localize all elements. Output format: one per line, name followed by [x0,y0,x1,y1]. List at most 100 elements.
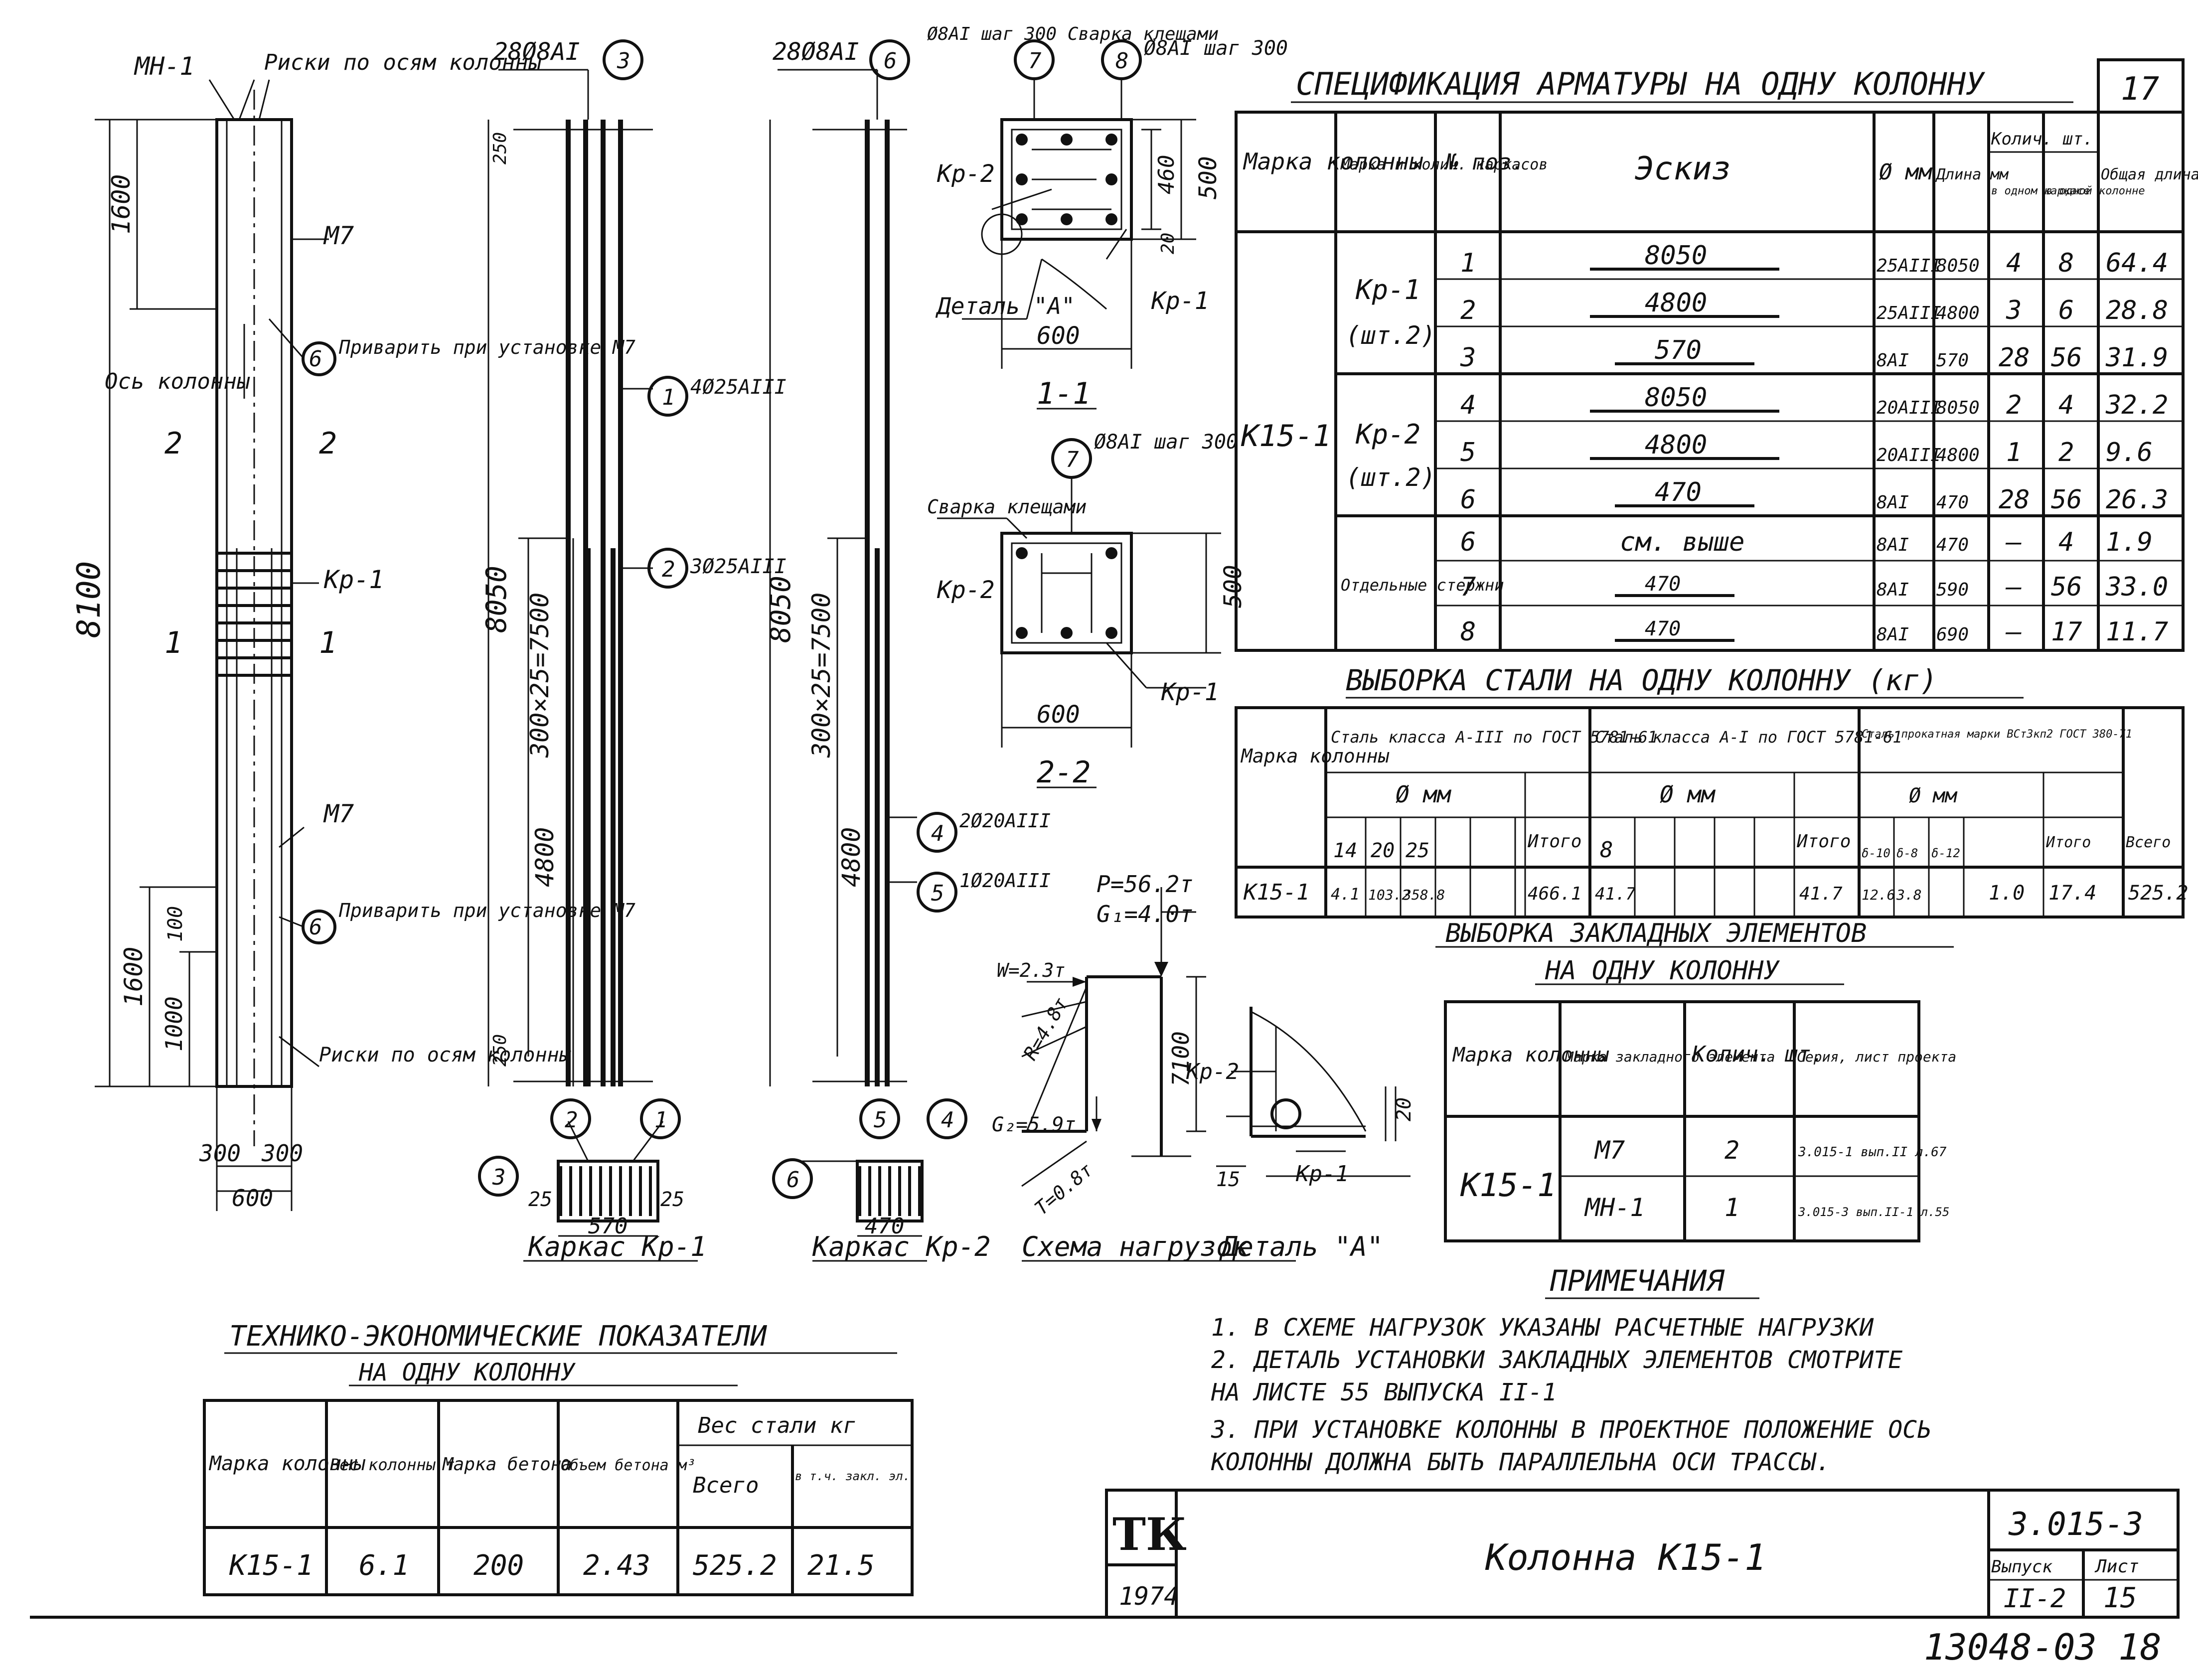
spec-row-q1: 28 [1999,343,2030,373]
spec-row-sketch: 4800 [1645,288,1707,318]
load-r: R=4.8т [1019,994,1073,1064]
stamp-number: 13048-03 18 [1924,1626,2162,1668]
dim-1000: 1000 [160,996,187,1052]
spec-row-len: 8050 [1936,398,1980,418]
spec-row-pos: 4 [1460,390,1476,420]
spec-row-dia: 25АIII [1877,256,1941,276]
section-11-caption: 1-1 [1037,376,1091,411]
kr1-dim-8050: 8050 [480,566,513,633]
kr2-section-hatch [858,1166,921,1216]
tep-table [203,1352,914,1596]
note-line-4: 3. ПРИ УСТАНОВКЕ КОЛОННЫ В ПРОЕКТНОЕ ПОЛ… [1211,1416,1931,1444]
s2-dim-600: 600 [1037,701,1080,729]
spec-row-len: 570 [1936,350,1969,371]
spec-row-sketch: см. выше [1620,527,1744,557]
spec-row-q1: 3 [2006,296,2022,325]
section-2-right: 2 [319,426,337,461]
kr2-sec-pos5: 5 [874,1107,887,1133]
section-2-2 [937,438,1221,788]
spec-row-sketch: 8050 [1645,383,1707,413]
stirrup-marks [217,552,292,677]
spec-row-pos: 7 [1460,572,1476,602]
tep-row-5: 21.5 [807,1549,875,1582]
spec-cage2-name: Кр-2 [1355,419,1420,450]
s2-pos7: 7 [1066,447,1079,472]
spec-row-q2: 17 [2051,617,2082,647]
s7-label: Ø8АI шаг 300 Сварка клещами [927,24,1219,44]
embed-row1-ser: 3.015-3 вып.II-1 л.55 [1798,1205,1949,1219]
pos6-top-num: 6 [309,346,322,372]
spec-row-total: 28.8 [2106,296,2168,325]
pos6-bottom-num: 6 [309,915,322,940]
kr2-sec-pos4: 4 [941,1107,954,1133]
steel-table [1235,697,2185,918]
risks-top-label: Риски по осям колонны [264,50,542,75]
spec-sketch-bars [1590,268,1779,642]
cage-kr1 [478,39,698,1262]
spec-row-dia: 8АI [1877,492,1909,513]
deta-kr2: Кр-2 [1186,1059,1239,1084]
tep-h-0: Марка колонны [208,1452,366,1475]
spec-h-total: Общая длина м [2101,166,2198,183]
kr1-section-hatch [559,1166,652,1216]
kr1-bar2-label: 3Ø25АIII [690,555,786,578]
note-line-2: 2. ДЕТАЛЬ УСТАНОВКИ ЗАКЛАДНЫХ ЭЛЕМЕНТОВ … [1211,1346,1902,1374]
steel-row-t1: 466.1 [1528,884,1581,904]
spec-row-dia: 25АIII [1877,303,1941,323]
weld-top-label: Приварить при установке М7 [338,336,635,358]
dim-8100: 8100 [71,561,108,638]
section-1-1 [962,39,1196,410]
spec-title: СПЕЦИФИКАЦИЯ АРМАТУРЫ НА ОДНУ КОЛОННУ [1296,66,1986,102]
tep-row-2: 200 [473,1549,524,1582]
notes-title: ПРИМЕЧАНИЯ [1550,1264,1725,1298]
spec-row-len: 590 [1936,580,1969,600]
section-1-right: 1 [319,625,337,660]
spec-h-len: Длина мм [1935,166,2009,183]
tep-row-0: К15-1 [229,1549,314,1582]
spec-row-pos: 6 [1460,485,1476,515]
steel-row-t2: 41.7 [1799,884,1843,904]
spec-row-len: 4800 [1936,445,1980,465]
dim-300-right: 300 [261,1140,303,1167]
kr1-pos2: 2 [662,557,675,582]
s1-pos8: 8 [1115,48,1129,74]
weld-bottom-label: Приварить при установке М7 [338,900,635,921]
tep-h-1: Вес колонны т [330,1455,455,1474]
kr1-dim-pitch: 300×25=7500 [525,593,554,758]
dim-300-left: 300 [199,1140,241,1167]
spec-cage2-count: (шт.2) [1346,463,1436,492]
deta-caption: Деталь "А" [1219,1231,1383,1262]
spec-row-len: 8050 [1936,256,1980,276]
title-logo: ТК [1112,1508,1187,1561]
s1-dim-500: 500 [1194,156,1222,199]
tep-row-3: 2.43 [583,1549,650,1582]
embed-h-ser: Серия, лист проекта [1797,1049,1956,1065]
risks-bottom-label: Риски по осям колонны [319,1044,572,1067]
spec-row-dia: 20АIII [1877,445,1941,465]
title-vyp: II-2 [2004,1584,2066,1614]
title-list-label: Лист [2094,1556,2139,1577]
spec-row-q1: 28 [1999,485,2030,515]
spec-row-q1: — [2005,617,2022,647]
steel-h-g3: Сталь прокатная марки ВСт3кп2 ГОСТ 380-7… [1862,728,2132,741]
spec-row-len: 470 [1936,492,1969,513]
steel-title: ВЫБОРКА СТАЛИ НА ОДНУ КОЛОННУ (кг) [1346,663,1937,697]
spec-row-q1: 1 [2006,438,2022,467]
spec-row-dia: 8АI [1877,580,1909,600]
embed-title1: ВЫБОРКА ЗАКЛАДНЫХ ЭЛЕМЕНТОВ [1445,918,1867,948]
steel-row-v1-2: 358.8 [1403,887,1445,903]
section-22-caption: 2-2 [1037,755,1091,790]
kr1-label: Кр-1 [323,565,384,594]
spec-row-sketch: 470 [1645,617,1681,640]
spec-row-total: 31.9 [2105,343,2168,373]
s1-dim-460: 460 [1154,155,1179,194]
spec-h-pos: № поз. [1444,150,1525,175]
spec-row-pos: 8 [1460,617,1476,647]
steel-d2-0: 8 [1600,837,1613,863]
spec-row-sketch: 570 [1655,335,1702,365]
spec-row-total: 33.0 [2105,572,2168,602]
s2-dim-500: 500 [1219,565,1247,608]
spec-row-q2: 4 [2058,527,2074,557]
load-scheme [1021,887,1296,1262]
